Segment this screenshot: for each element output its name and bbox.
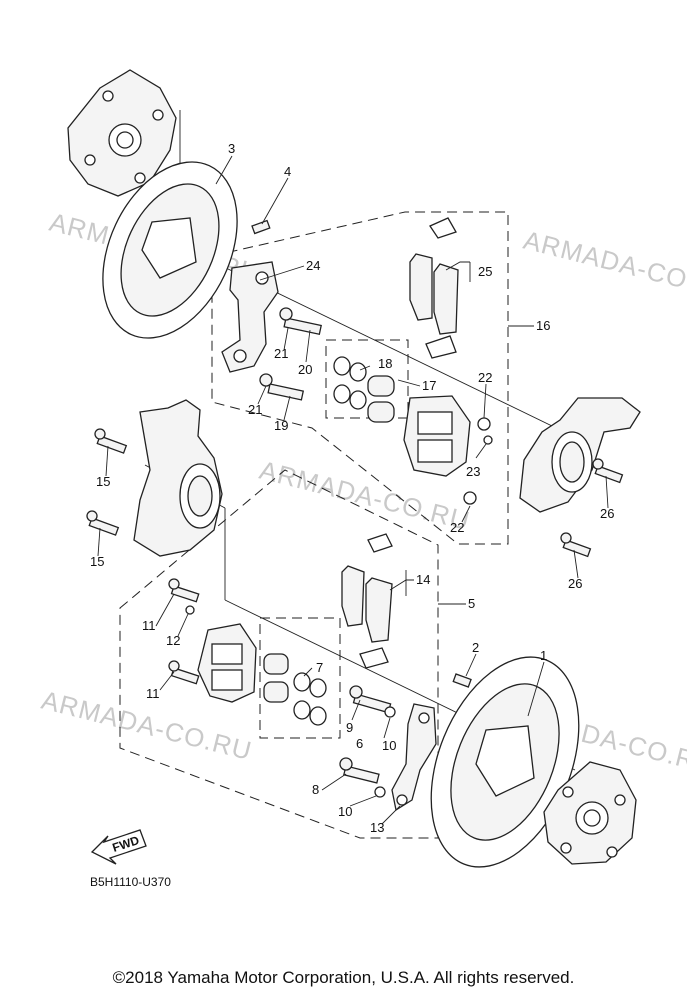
seals-lower <box>263 653 327 726</box>
callout-15a: 15 <box>96 474 110 489</box>
caliper-bracket-lower <box>391 703 437 812</box>
callout-7: 7 <box>316 660 323 675</box>
lower-fasteners <box>168 578 396 798</box>
callout-14: 14 <box>416 572 430 587</box>
callout-10b: 10 <box>338 804 352 819</box>
leader-lines <box>97 155 609 825</box>
mount-bolts <box>86 219 624 688</box>
front-hub <box>543 761 637 865</box>
diagram-code: B5H1110-U370 <box>90 875 171 889</box>
callout-5: 5 <box>468 596 475 611</box>
seal-kit-7-outline <box>259 617 341 739</box>
callout-21a: 21 <box>274 346 288 361</box>
callout-22a: 22 <box>478 370 492 385</box>
caliper-body-upper <box>403 395 471 477</box>
caliper-assembly-5-outline <box>119 469 439 839</box>
seal-kit-18-outline <box>325 339 409 419</box>
callout-19: 19 <box>274 418 288 433</box>
callout-13: 13 <box>370 820 384 835</box>
callout-11b: 11 <box>146 686 160 701</box>
callout-12: 12 <box>166 633 180 648</box>
brake-disc-upper <box>102 161 238 339</box>
caliper-body-lower <box>197 623 257 703</box>
callout-21b: 21 <box>248 402 262 417</box>
callout-1: 1 <box>540 648 547 663</box>
callout-16: 16 <box>536 318 550 333</box>
fwd-arrow-icon: FWD <box>90 829 147 865</box>
callout-23: 23 <box>466 464 480 479</box>
brake-pads-upper <box>409 217 459 359</box>
callout-15b: 15 <box>90 554 104 569</box>
axis-line <box>225 267 586 443</box>
callout-8: 8 <box>312 782 319 797</box>
callout-25: 25 <box>478 264 492 279</box>
callout-20: 20 <box>298 362 312 377</box>
callout-17: 17 <box>422 378 436 393</box>
callout-3: 3 <box>228 141 235 156</box>
callout-2: 2 <box>472 640 479 655</box>
callout-10a: 10 <box>382 738 396 753</box>
caliper-bracket-upper <box>221 261 279 373</box>
callout-18: 18 <box>378 356 392 371</box>
callout-4: 4 <box>284 164 291 179</box>
upper-fasteners <box>259 307 493 505</box>
copyright-notice: ©2018 Yamaha Motor Corporation, U.S.A. A… <box>112 968 575 987</box>
callout-26a: 26 <box>600 506 614 521</box>
caliper-assembly-16-outline <box>211 211 509 545</box>
callout-labels: 3 4 24 25 16 18 17 21 20 22 21 19 23 15 … <box>90 141 614 835</box>
callout-26b: 26 <box>568 576 582 591</box>
callout-6: 6 <box>356 736 363 751</box>
callout-24: 24 <box>306 258 320 273</box>
rear-hub <box>67 69 177 197</box>
steering-knuckle-right <box>519 397 641 513</box>
callout-11a: 11 <box>142 618 156 633</box>
brake-pads-lower <box>341 533 393 669</box>
steering-knuckle-left <box>133 399 223 557</box>
callout-22b: 22 <box>450 520 464 535</box>
seals-upper <box>333 356 395 423</box>
callout-9: 9 <box>346 720 353 735</box>
watermark-2: ARMADA-CO.RU <box>521 225 687 306</box>
